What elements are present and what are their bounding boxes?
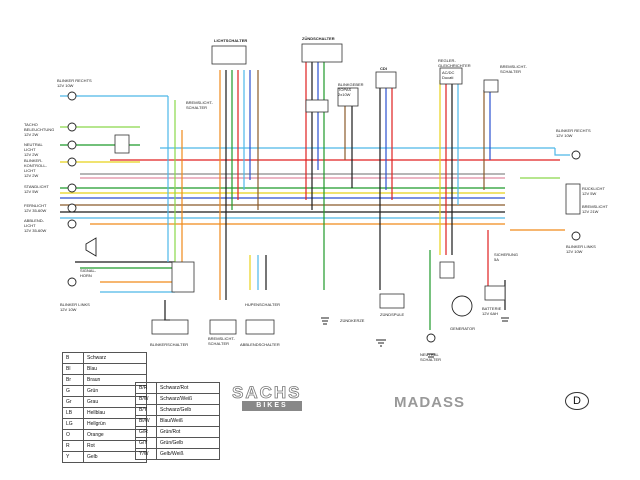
- legend-color-name: Blau: [83, 363, 147, 375]
- legend-code: G/Y: [135, 437, 157, 449]
- label-blinker-kontroll: BLINKER- KONTROLL- LICHT 12V 2W: [24, 158, 47, 178]
- label-bremslicht: BREMSLICHT 12V 21W: [582, 204, 608, 214]
- label-blinkgeber: BLINKGEBER TOPAS 2x10W: [338, 82, 364, 97]
- label-blinkerschalter: BLINKERSCHALTER: [150, 342, 189, 347]
- country-mark: D: [565, 392, 589, 410]
- label-hupenschalter: HUPENSCHALTER: [245, 302, 281, 307]
- label-abblendschalter: ABBLENDSCHALTER: [240, 342, 280, 347]
- label-neutralschalter: NEUTRAL SCHALTER: [420, 352, 442, 362]
- legend-code: Gr: [62, 396, 84, 408]
- label-regler-sub: AC/DC Ducati: [442, 70, 455, 80]
- label-standlicht: STANDLICHT 12V 5W: [24, 184, 49, 194]
- legend-code: Bl/W: [135, 415, 157, 427]
- label-tacho: TACHO BELEUCHTUNG 12V 2W: [24, 122, 55, 137]
- harness-horizontal: [60, 95, 570, 293]
- legend-color-name: Schwarz/Rot: [156, 382, 220, 394]
- legend-color-name: Schwarz/Gelb: [156, 404, 220, 416]
- legend-code: Bl: [62, 363, 84, 375]
- label-zuendschalter: ZÜNDSCHALTER: [302, 36, 335, 41]
- lamps: [67, 91, 581, 343]
- legend-color-name: Grün/Gelb: [156, 437, 220, 449]
- legend-code: O: [62, 429, 84, 441]
- label-sicherung: SICHERUNG 5A: [494, 252, 519, 262]
- label-zuendkerze: ZÜNDKERZE: [340, 318, 365, 323]
- legend-code: Y/W: [135, 448, 157, 460]
- label-blinker-links-front: BLINKER LINKS 12V 10W: [60, 302, 90, 312]
- label-ruecklicht: RÜCKLICHT 12V 5W: [582, 186, 605, 196]
- legend-code: LG: [62, 418, 84, 430]
- legend-color-name: Gelb: [83, 451, 147, 463]
- label-batterie: BATTERIE 12V 6AH: [482, 306, 502, 316]
- legend-code: G: [62, 385, 84, 397]
- madass-logo: MADASS: [394, 394, 466, 411]
- label-abblendlicht: ABBLEND- LICHT 12V 35-60W: [24, 218, 47, 233]
- label-fernlicht: FERNLICHT 12V 35-60W: [24, 203, 47, 213]
- sachs-logo-word: SACHS: [232, 383, 302, 403]
- label-blinker-rechts-rear: BLINKER RECHTS 12V 10W: [556, 128, 591, 138]
- legend-code: Y: [62, 451, 84, 463]
- legend-code: LB: [62, 407, 84, 419]
- legend-color-name: Schwarz: [83, 352, 147, 364]
- legend-color-name: Blau/Weiß: [156, 415, 220, 427]
- label-bremslicht-l: BREMSLICHT- SCHALTER: [186, 100, 213, 110]
- label-lichtschalter: LICHTSCHALTER: [214, 38, 248, 43]
- label-cdi: CDI: [380, 66, 387, 71]
- legend-code: B: [62, 352, 84, 364]
- label-regler: REGLER- GLEICHRICHTER: [438, 58, 471, 68]
- label-blinker-rechts-front: BLINKER RECHTS 12V 10W: [57, 78, 92, 88]
- legend-code: B/R: [135, 382, 157, 394]
- label-neutral-licht: NEUTRAL LICHT 12V 2W: [24, 142, 43, 157]
- sachs-bikes-logo: SACHS BIKES: [232, 383, 308, 413]
- legend-code: B/Y: [135, 404, 157, 416]
- label-bremslicht-schalter-2: BREMSLICHT- SCHALTER: [208, 336, 235, 346]
- legend-color-name: Schwarz/Weiß: [156, 393, 220, 405]
- legend-code: R: [62, 440, 84, 452]
- label-blinker-links-rear: BLINKER LINKS 12V 10W: [566, 244, 596, 254]
- ground-symbols: [164, 317, 509, 358]
- harness-vertical: [164, 60, 506, 330]
- bikes-logo-word: BIKES: [242, 401, 302, 411]
- legend-code: Br: [62, 374, 84, 386]
- label-generator: GENERATOR: [450, 326, 475, 331]
- label-bremslichtschalter-r: BREMSLICHT- SCHALTER: [500, 64, 527, 74]
- label-horn: SIGNAL- HORN: [80, 268, 97, 278]
- label-zuendspule: ZÜNDSPULE: [380, 312, 405, 317]
- legend-code: G/R: [135, 426, 157, 438]
- component-boxes: [114, 43, 581, 335]
- legend-color-name: Gelb/Weiß: [156, 448, 220, 460]
- legend-code: B/W: [135, 393, 157, 405]
- legend-color-name: Grün/Rot: [156, 426, 220, 438]
